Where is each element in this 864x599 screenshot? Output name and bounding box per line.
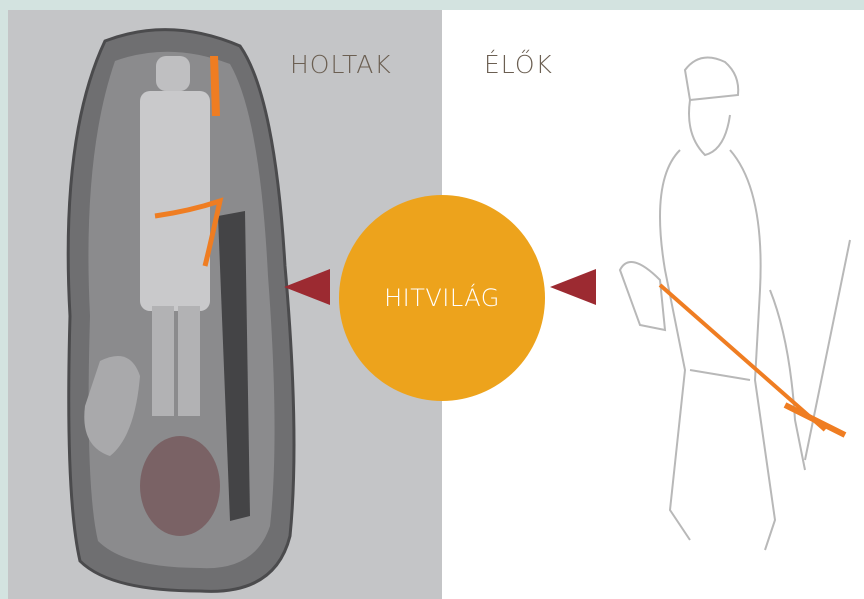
arrow-to-dead-icon (284, 269, 330, 305)
dead-label: HOLTAK (290, 50, 392, 79)
living-label: ÉLŐK (484, 50, 553, 79)
afterlife-label: HITVILÁG (384, 284, 500, 312)
arrow-from-living-icon (550, 269, 596, 305)
afterlife-circle: HITVILÁG (339, 195, 545, 401)
warrior-drawing-icon (590, 40, 864, 590)
burial-grave-icon (60, 16, 310, 596)
